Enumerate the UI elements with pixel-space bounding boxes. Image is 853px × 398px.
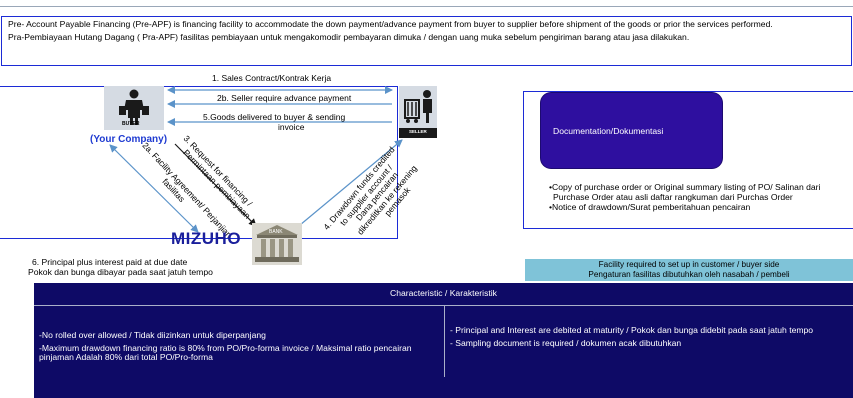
characteristic-table: Characteristic / Karakteristik -No rolle… (34, 283, 853, 398)
top-rule (0, 6, 853, 7)
arrow-step4 (299, 139, 403, 226)
characteristic-item: - Principal and Interest are debited at … (450, 325, 814, 335)
documentation-item: •Notice of drawdown/Surat pemberitahuan … (549, 201, 751, 212)
buyer-name: (Your Company) (90, 134, 168, 145)
intro-english: Pre- Account Payable Financing (Pre-APF)… (8, 19, 773, 29)
documentation-panel (523, 91, 853, 229)
step5-label-line1: 5.Goods delivered to buyer & sending (203, 112, 346, 122)
buyer-icon (104, 86, 164, 130)
intro-indonesian: Pra-Pembiayaan Hutang Dagang ( Pra-APF) … (8, 31, 690, 42)
characteristic-item: -Maximum drawdown financing ratio is 80%… (39, 342, 412, 363)
documentation-title: Documentation/Dokumentasi (553, 125, 664, 136)
characteristic-item: -No rolled over allowed / Tidak diizinka… (39, 330, 266, 340)
facility-requirement-line2: Pengaturan fasilitas dibutuhkan oleh nas… (588, 269, 790, 279)
step5-label-line2: invoice (278, 122, 305, 132)
characteristic-header: Characteristic / Karakteristik (390, 288, 497, 298)
documentation-item: •Copy of purchase order or Original summ… (549, 182, 821, 202)
bank-icon-label: BANK (269, 229, 283, 235)
facility-requirement-bar: Facility required to set up in customer … (525, 259, 853, 281)
characteristic-left-cell: -No rolled over allowed / Tidak diizinka… (39, 330, 444, 366)
documentation-list: •Copy of purchase order or Original summ… (549, 182, 839, 212)
documentation-title-box: Documentation/Dokumentasi (541, 93, 722, 168)
step1-label: 1. Sales Contract/Kontrak Kerja (212, 73, 332, 83)
step2b-label: 2b. Seller require advance payment (217, 93, 352, 103)
bank-icon (252, 223, 302, 265)
mizuho-logo: MIZUHO (171, 229, 242, 248)
characteristic-divider (34, 305, 853, 306)
arrow-step2a (109, 144, 199, 233)
step6-label-line2: Pokok dan bunga dibayar pada saat jatuh … (28, 266, 213, 277)
characteristic-item: - Sampling document is required / dokume… (450, 337, 682, 348)
buyer-icon-label: BUYER (122, 121, 140, 127)
seller-icon (399, 86, 437, 138)
step6-label-line1: 6. Principal plus interest paid at due d… (32, 257, 188, 267)
characteristic-right-cell: - Principal and Interest are debited at … (450, 325, 850, 351)
facility-requirement-line1: Facility required to set up in customer … (598, 260, 780, 269)
intro-panel: Pre- Account Payable Financing (Pre-APF)… (1, 16, 852, 66)
step6-label: 6. Principal plus interest paid at due d… (28, 257, 213, 278)
characteristic-column-divider (444, 305, 445, 377)
seller-icon-label: SELLER (409, 129, 427, 134)
